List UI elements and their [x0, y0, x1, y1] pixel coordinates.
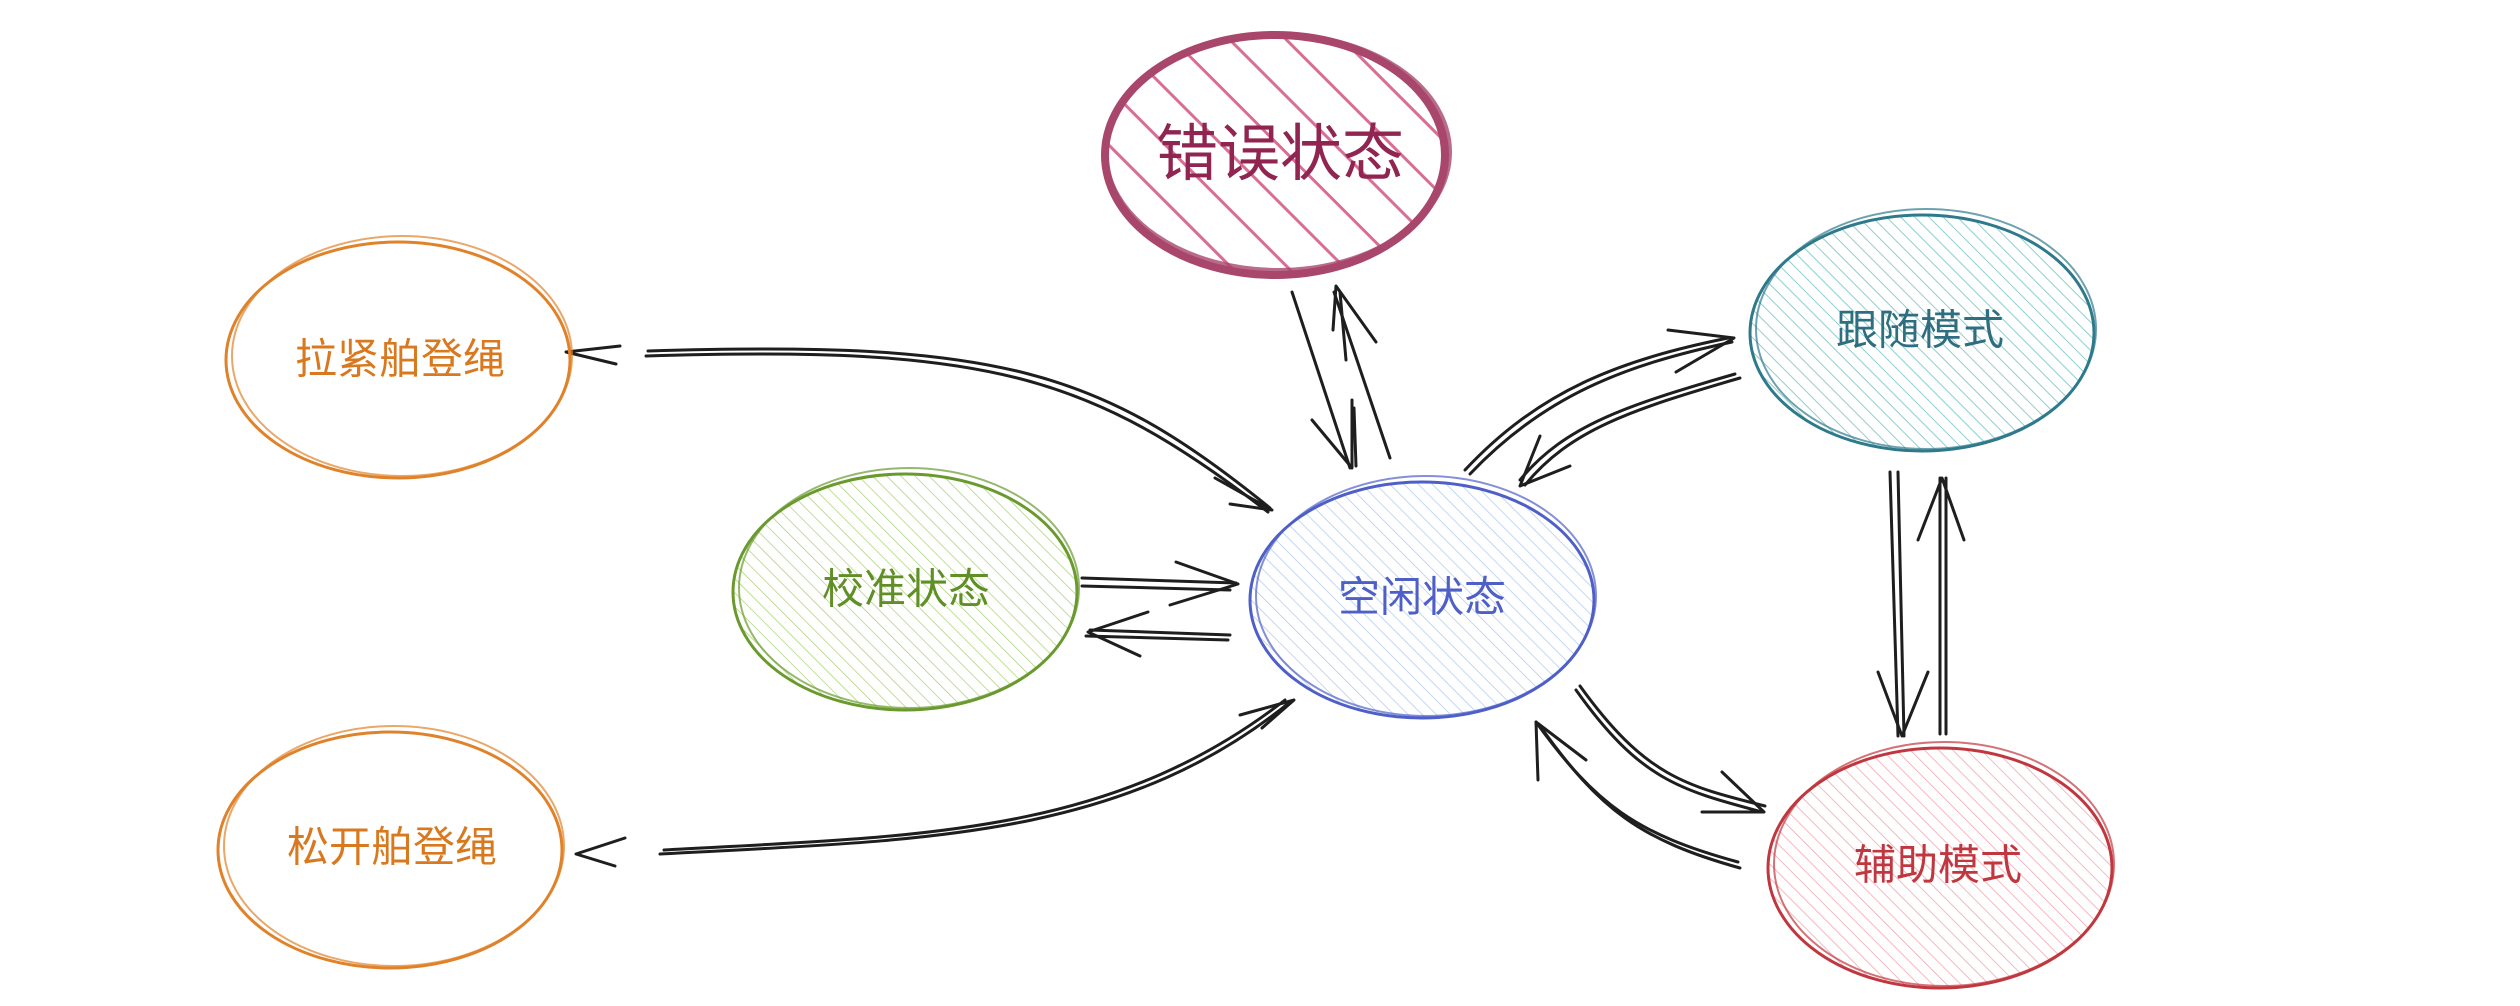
- node-assist-mode[interactable]: 辅助模式: [1766, 741, 2115, 990]
- edge-follow-assist: [1876, 470, 1966, 738]
- node-follow-mode[interactable]: 跟随模式: [1748, 208, 2097, 453]
- node-tighten-label: 拉紧舶登绳: [295, 335, 505, 384]
- edge-calibrate-idle: [1080, 560, 1240, 658]
- edge-idle-follow: [1463, 328, 1742, 488]
- node-calibrate-label: 校准状态: [822, 565, 990, 614]
- edge-idle-loosen: [574, 698, 1296, 868]
- node-idle-state[interactable]: 空闲状态: [1248, 475, 1597, 720]
- node-error-state[interactable]: 错误状态: [1101, 31, 1452, 279]
- node-assist-label: 辅助模式: [1854, 841, 2022, 890]
- node-loosen-label: 松开舶登绳: [287, 823, 497, 872]
- node-calibrate-state[interactable]: 校准状态: [731, 467, 1080, 712]
- edge-idle-assist: [1534, 684, 1767, 870]
- node-follow-label: 跟随模式: [1836, 306, 2004, 355]
- node-idle-label: 空闲状态: [1338, 573, 1506, 622]
- node-tighten-rope[interactable]: 拉紧舶登绳: [224, 235, 573, 480]
- node-loosen-rope[interactable]: 松开舶登绳: [216, 725, 565, 970]
- node-error-label: 错误状态: [1156, 117, 1404, 190]
- edge-idle-error: [1290, 284, 1392, 470]
- nodes: 错误状态 拉紧舶登绳 松开舶登绳 校准状态 空闲状态: [216, 31, 2115, 990]
- edge-idle-tighten: [564, 344, 1274, 514]
- edges: [564, 284, 1966, 870]
